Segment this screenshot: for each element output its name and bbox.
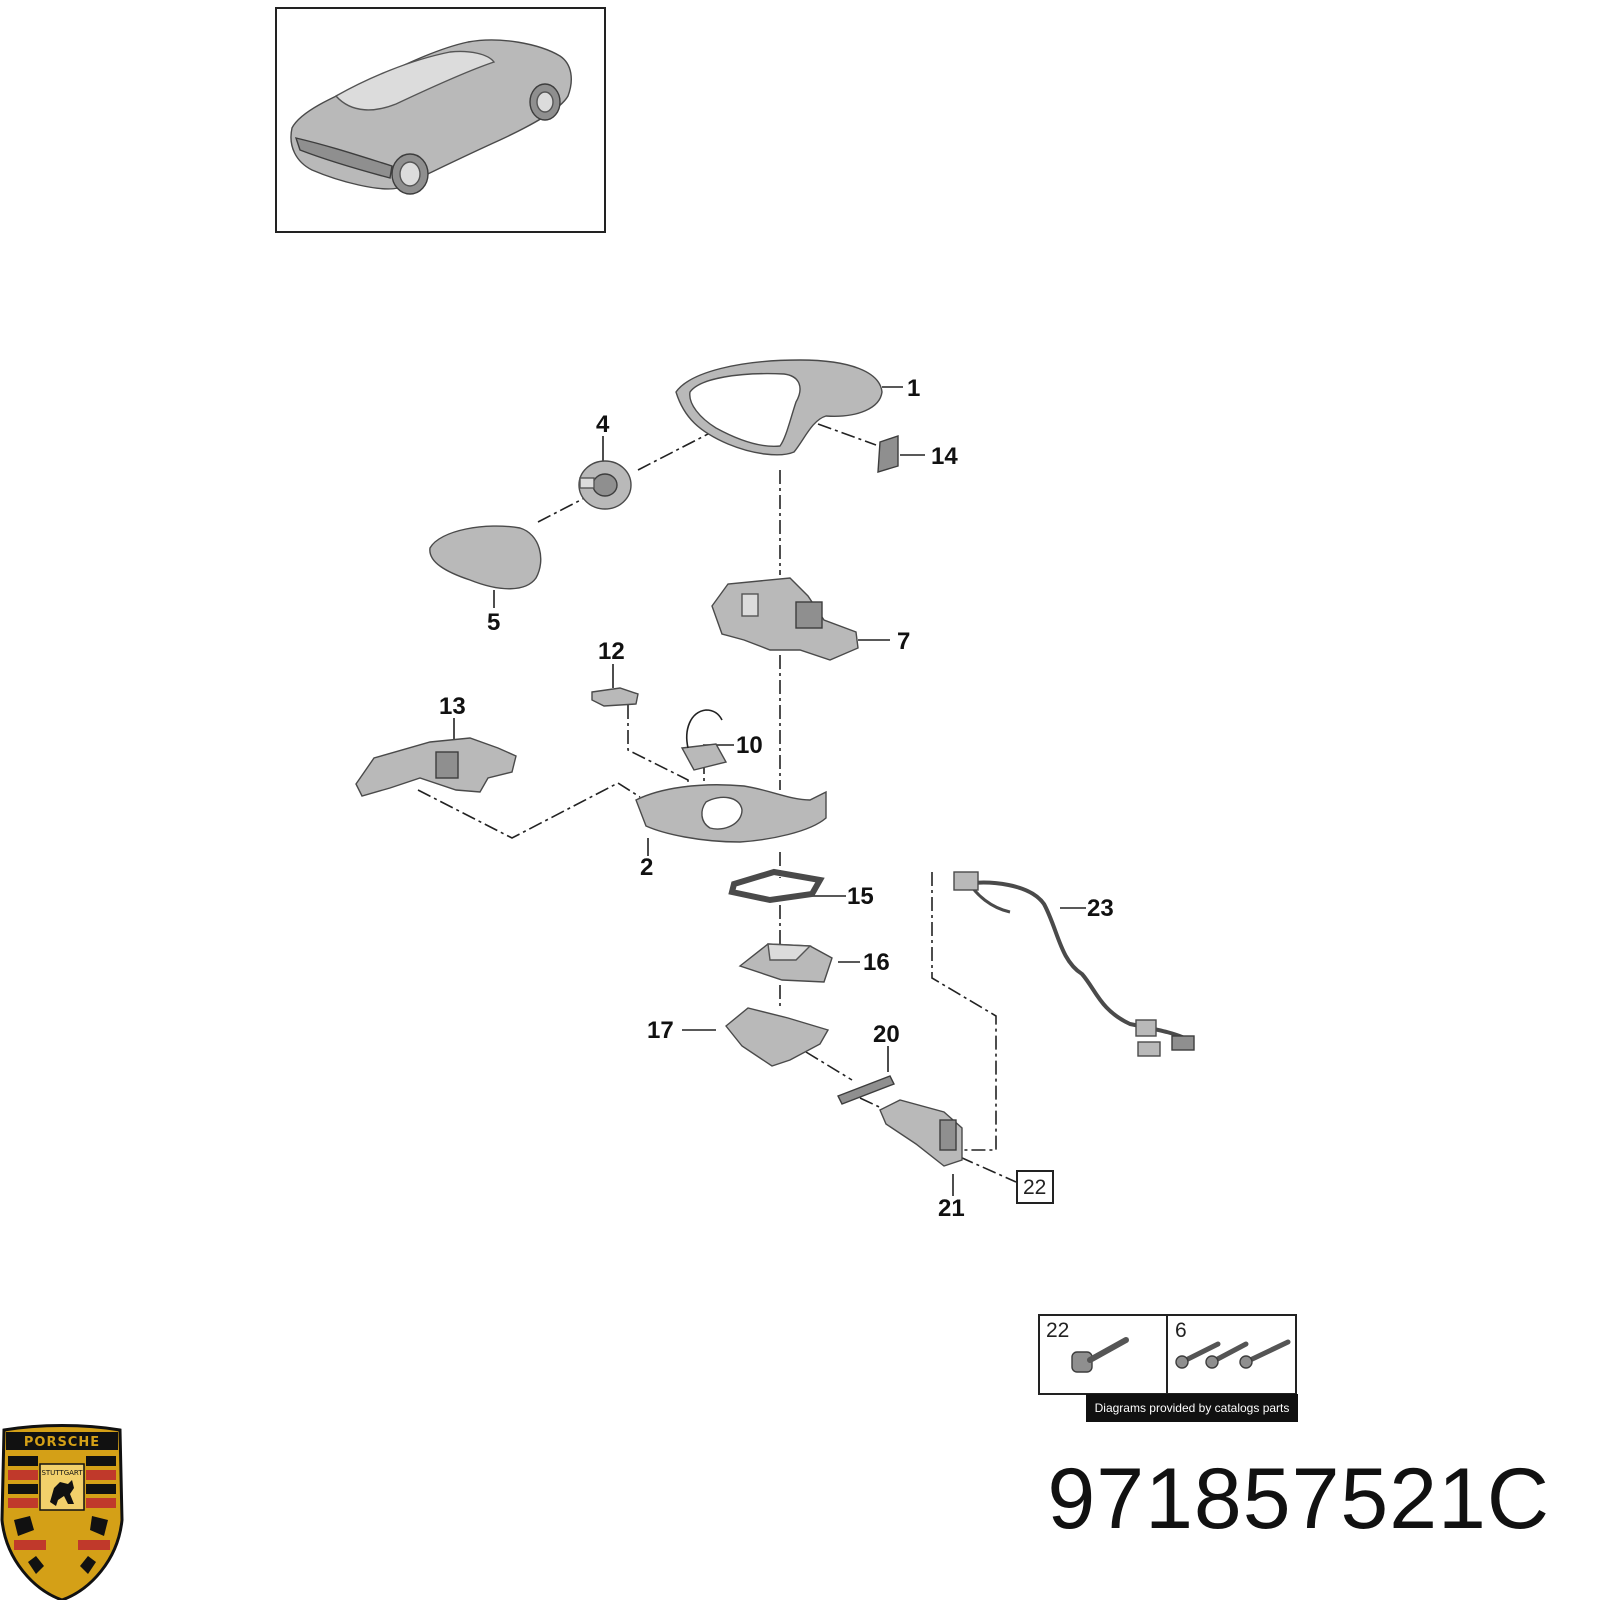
crest-city-text: STUTTGART — [41, 1469, 83, 1477]
callout-16: 16 — [863, 949, 890, 976]
part-12-small-bracket — [591, 687, 639, 707]
callout-17: 17 — [647, 1017, 674, 1044]
callout-labels: 1 14 4 5 7 12 10 13 2 15 16 17 20 21 23 … — [439, 375, 1114, 1222]
part-2-base-housing — [635, 784, 827, 843]
car-illustration — [290, 39, 572, 195]
part-17-lower-cover — [725, 1007, 830, 1067]
callout-13: 13 — [439, 693, 466, 720]
screws-6-illustration — [1175, 1339, 1291, 1369]
part-23-wiring-harness — [953, 871, 1195, 1057]
crest-brand-text: PORSCHE — [24, 1435, 100, 1450]
part-20-light-strip — [837, 1075, 895, 1105]
callout-20: 20 — [873, 1021, 900, 1048]
part-14-clip — [877, 435, 899, 473]
hardware-box: 22 6 — [1038, 1314, 1297, 1395]
callout-21: 21 — [938, 1195, 965, 1222]
callout-15: 15 — [847, 883, 874, 910]
hardware-cell-6-label: 6 — [1175, 1319, 1187, 1342]
callout-7: 7 — [897, 628, 910, 655]
callout-2: 2 — [640, 854, 653, 881]
horse-icon — [50, 1480, 74, 1506]
callout-10: 10 — [736, 732, 763, 759]
porsche-crest-logo: PORSCHE STUTTGART — [0, 1424, 124, 1600]
part-13-housing-bracket — [355, 737, 517, 797]
part-5-mirror-glass — [429, 525, 542, 590]
part-1-mirror-cap — [675, 359, 883, 456]
part-10-connector — [680, 709, 728, 771]
part-15-gasket — [728, 868, 825, 904]
diagram-credit: Diagrams provided by catalogs parts — [1086, 1394, 1298, 1422]
callout-23: 23 — [1087, 895, 1114, 922]
part-number: 971857521C — [1047, 1451, 1550, 1547]
callout-12: 12 — [598, 638, 625, 665]
part-16-cover — [738, 943, 833, 983]
callout-4: 4 — [596, 411, 610, 438]
vehicle-locator-inset — [275, 7, 606, 233]
bolt-22-illustration — [1071, 1337, 1129, 1373]
callout-1: 1 — [907, 375, 920, 402]
part-7-bracket-frame — [711, 577, 859, 661]
callout-5: 5 — [487, 609, 500, 636]
part-4-actuator — [578, 460, 632, 510]
callout-22-boxed: 22 — [1023, 1176, 1046, 1199]
callout-14: 14 — [931, 443, 958, 470]
part-21-lamp-module — [879, 1099, 963, 1167]
hardware-cell-22-label: 22 — [1046, 1319, 1069, 1342]
